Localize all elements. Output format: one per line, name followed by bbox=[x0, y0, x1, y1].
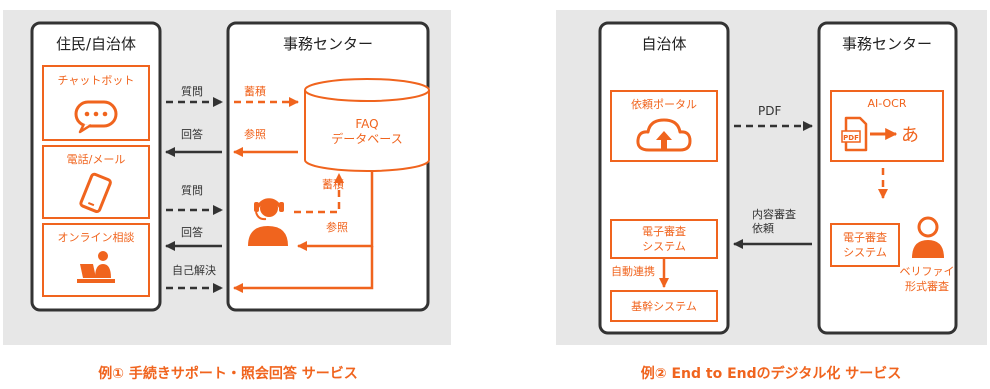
db-label-line2: データベース bbox=[331, 131, 402, 146]
accumulate-1-label: 蓄積 bbox=[244, 84, 266, 98]
reference-1-label: 参照 bbox=[244, 127, 266, 141]
verify-line2: 形式審査 bbox=[905, 279, 949, 293]
smartphone-icon bbox=[79, 172, 112, 214]
center-column-2-title: 事務センター bbox=[842, 35, 932, 53]
ocr-output-glyph: あ bbox=[901, 125, 919, 146]
municipality-column-title: 自治体 bbox=[641, 35, 686, 53]
phone-mail-label: 電話/メール bbox=[67, 152, 126, 166]
diagram-2: 自治体 事務センター 依頼ポータル PDF AI-OCR PDF あ 電子審査 … bbox=[556, 10, 987, 382]
review-left-line1: 電子審査 bbox=[642, 224, 686, 238]
reference-2-label: 参照 bbox=[326, 220, 348, 234]
answer-2-label: 回答 bbox=[181, 225, 203, 239]
pdf-badge: PDF bbox=[843, 134, 859, 142]
person-at-laptop-icon bbox=[77, 251, 115, 283]
core-system-box bbox=[610, 290, 718, 322]
pdf-label: PDF bbox=[758, 104, 781, 118]
headset-operator-icon bbox=[248, 198, 288, 246]
answer-1-label: 回答 bbox=[181, 127, 203, 141]
chat-bubble-icon bbox=[74, 100, 118, 134]
question-2-label: 質問 bbox=[181, 183, 203, 197]
auto-link-label: 自動連携 bbox=[611, 264, 655, 278]
core-system-label: 基幹システム bbox=[631, 299, 697, 313]
person-icon bbox=[912, 216, 944, 258]
residents-column-title: 住民/自治体 bbox=[56, 35, 136, 53]
phone-mail-box bbox=[42, 145, 150, 219]
diagram-2-caption: 例② End to Endのデジタル化 サービス bbox=[641, 365, 901, 382]
portal-label: 依頼ポータル bbox=[631, 98, 697, 111]
cloud-upload-icon bbox=[636, 118, 692, 152]
online-consult-label: オンライン相談 bbox=[58, 230, 135, 244]
chatbot-label: チャットボット bbox=[58, 74, 135, 87]
review-system-left-box bbox=[610, 219, 718, 259]
db-label-line1: FAQ bbox=[355, 117, 378, 131]
request-line2: 依頼 bbox=[752, 222, 774, 235]
accumulate-2-label: 蓄積 bbox=[322, 177, 344, 191]
review-right-line1: 電子審査 bbox=[843, 230, 887, 244]
diagram-1: 住民/自治体 事務センター チャットボット 電話/メール オンライン相談 bbox=[3, 10, 451, 382]
question-1-label: 質問 bbox=[181, 84, 203, 98]
accumulate-2-arrow bbox=[294, 173, 344, 214]
database-icon bbox=[304, 78, 430, 172]
review-right-line2: システム bbox=[843, 246, 887, 259]
request-line1: 内容審査 bbox=[752, 207, 796, 221]
verify-line1: ベリファイ bbox=[900, 265, 955, 278]
ai-ocr-label: AI-OCR bbox=[867, 97, 906, 110]
online-consult-box bbox=[42, 223, 150, 297]
self-solve-label: 自己解決 bbox=[172, 263, 216, 277]
pdf-document-icon bbox=[841, 116, 868, 152]
chatbot-box bbox=[42, 65, 150, 141]
self-solve-reference-arrow bbox=[233, 246, 374, 293]
diagram-1-caption: 例① 手続きサポート・照会回答 サービス bbox=[98, 365, 358, 382]
review-system-right-box bbox=[830, 223, 900, 267]
review-left-line2: システム bbox=[642, 240, 686, 253]
center-column-title: 事務センター bbox=[283, 35, 373, 53]
